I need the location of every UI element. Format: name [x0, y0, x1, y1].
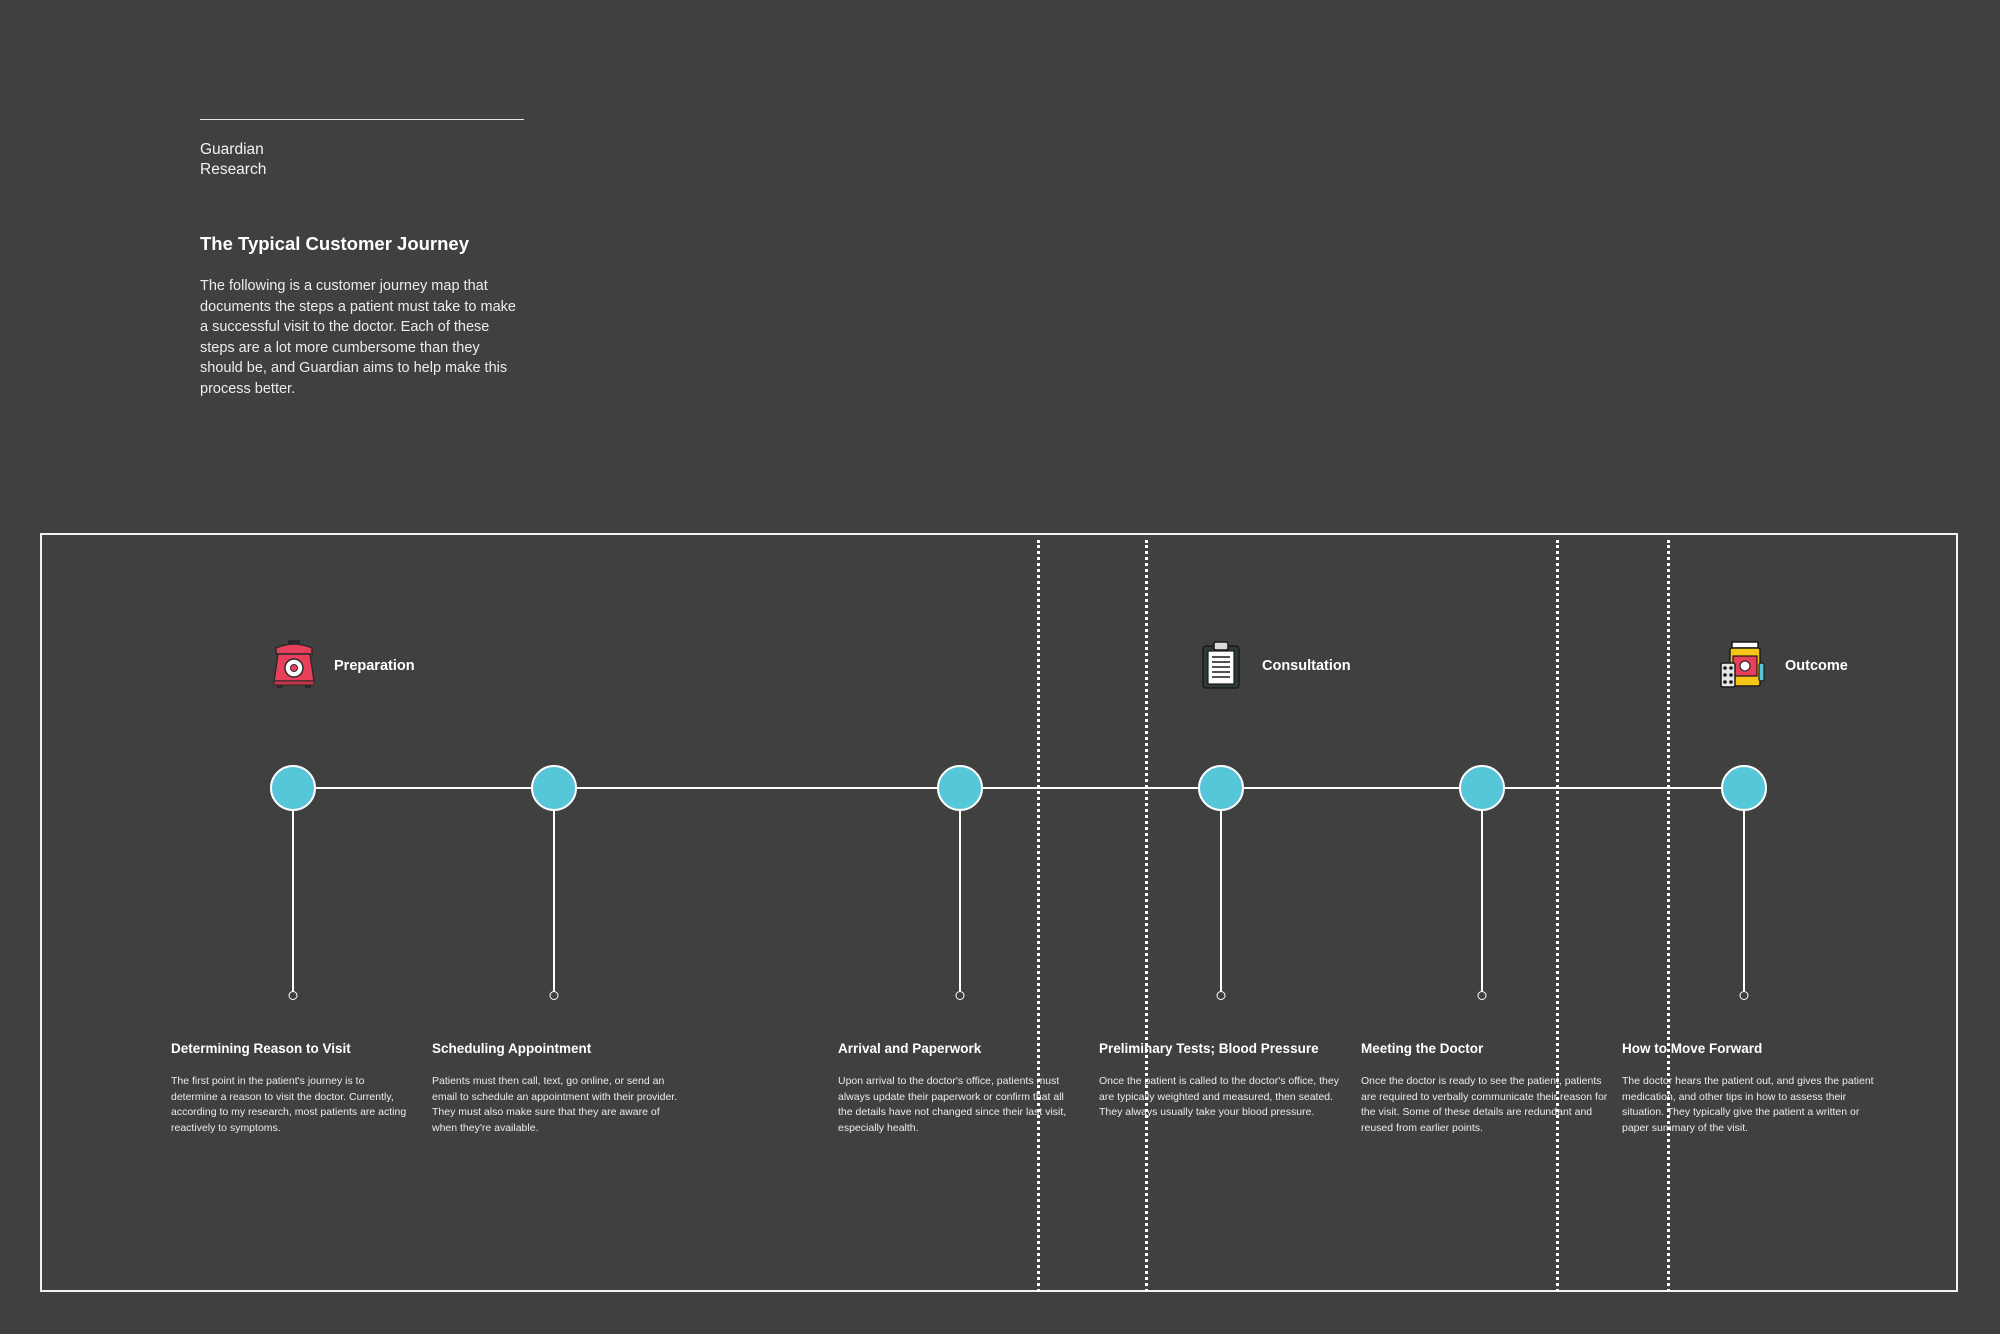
step-desc-5: Once the doctor is ready to see the pati… [1361, 1075, 1608, 1134]
step-stem-end-2 [549, 991, 559, 1000]
step-stem-end-4 [1216, 991, 1226, 1000]
brand-line-2: Research [200, 161, 267, 178]
step-stem-end-5 [1477, 991, 1487, 1000]
step-node-6 [1721, 765, 1767, 811]
step-stem-end-3 [955, 991, 965, 1000]
step-title-1: Determining Reason to Visit [171, 1041, 351, 1056]
step-node-1 [270, 765, 316, 811]
brand-line-1: Guardian [200, 141, 264, 158]
journey-map-frame [40, 533, 1958, 1292]
step-stem-end-6 [1739, 991, 1749, 1000]
step-desc-4: Once the patient is called to the doctor… [1099, 1075, 1339, 1118]
clipboard-icon [1202, 641, 1240, 689]
step-title-2: Scheduling Appointment [432, 1041, 592, 1056]
section-divider-4 [1667, 540, 1670, 1292]
section-divider-3 [1556, 540, 1559, 1292]
intro-text: The following is a customer journey map … [200, 278, 516, 397]
header-rule [200, 119, 524, 120]
telephone-icon [273, 640, 315, 688]
step-title-5: Meeting the Doctor [1361, 1041, 1484, 1056]
step-node-5 [1459, 765, 1505, 811]
step-node-4 [1198, 765, 1244, 811]
section-divider-1 [1037, 540, 1040, 1292]
step-stem-end-1 [288, 991, 298, 1000]
page-title: The Typical Customer Journey [200, 233, 469, 254]
step-node-2 [531, 765, 577, 811]
stage-label-outcome: Outcome [1785, 658, 1848, 674]
step-stem-1 [292, 810, 294, 992]
timeline-line [293, 787, 1744, 789]
step-desc-2: Patients must then call, text, go online… [432, 1075, 678, 1134]
step-stem-2 [553, 810, 555, 992]
step-title-4: Preliminary Tests; Blood Pressure [1099, 1041, 1319, 1056]
step-title-3: Arrival and Paperwork [838, 1041, 982, 1056]
stage-label-preparation: Preparation [334, 658, 415, 674]
section-divider-2 [1145, 540, 1148, 1292]
step-stem-4 [1220, 810, 1222, 992]
step-desc-6: The doctor hears the patient out, and gi… [1622, 1075, 1874, 1134]
step-stem-5 [1481, 810, 1483, 992]
brand-name: Guardian Research [200, 140, 266, 180]
step-node-3 [937, 765, 983, 811]
stage-label-consultation: Consultation [1262, 658, 1351, 674]
step-desc-3: Upon arrival to the doctor's office, pat… [838, 1075, 1067, 1134]
step-stem-3 [959, 810, 961, 992]
step-title-6: How to Move Forward [1622, 1041, 1763, 1056]
step-stem-6 [1743, 810, 1745, 992]
medication-icon [1720, 641, 1765, 688]
step-desc-1: The first point in the patient's journey… [171, 1075, 407, 1134]
